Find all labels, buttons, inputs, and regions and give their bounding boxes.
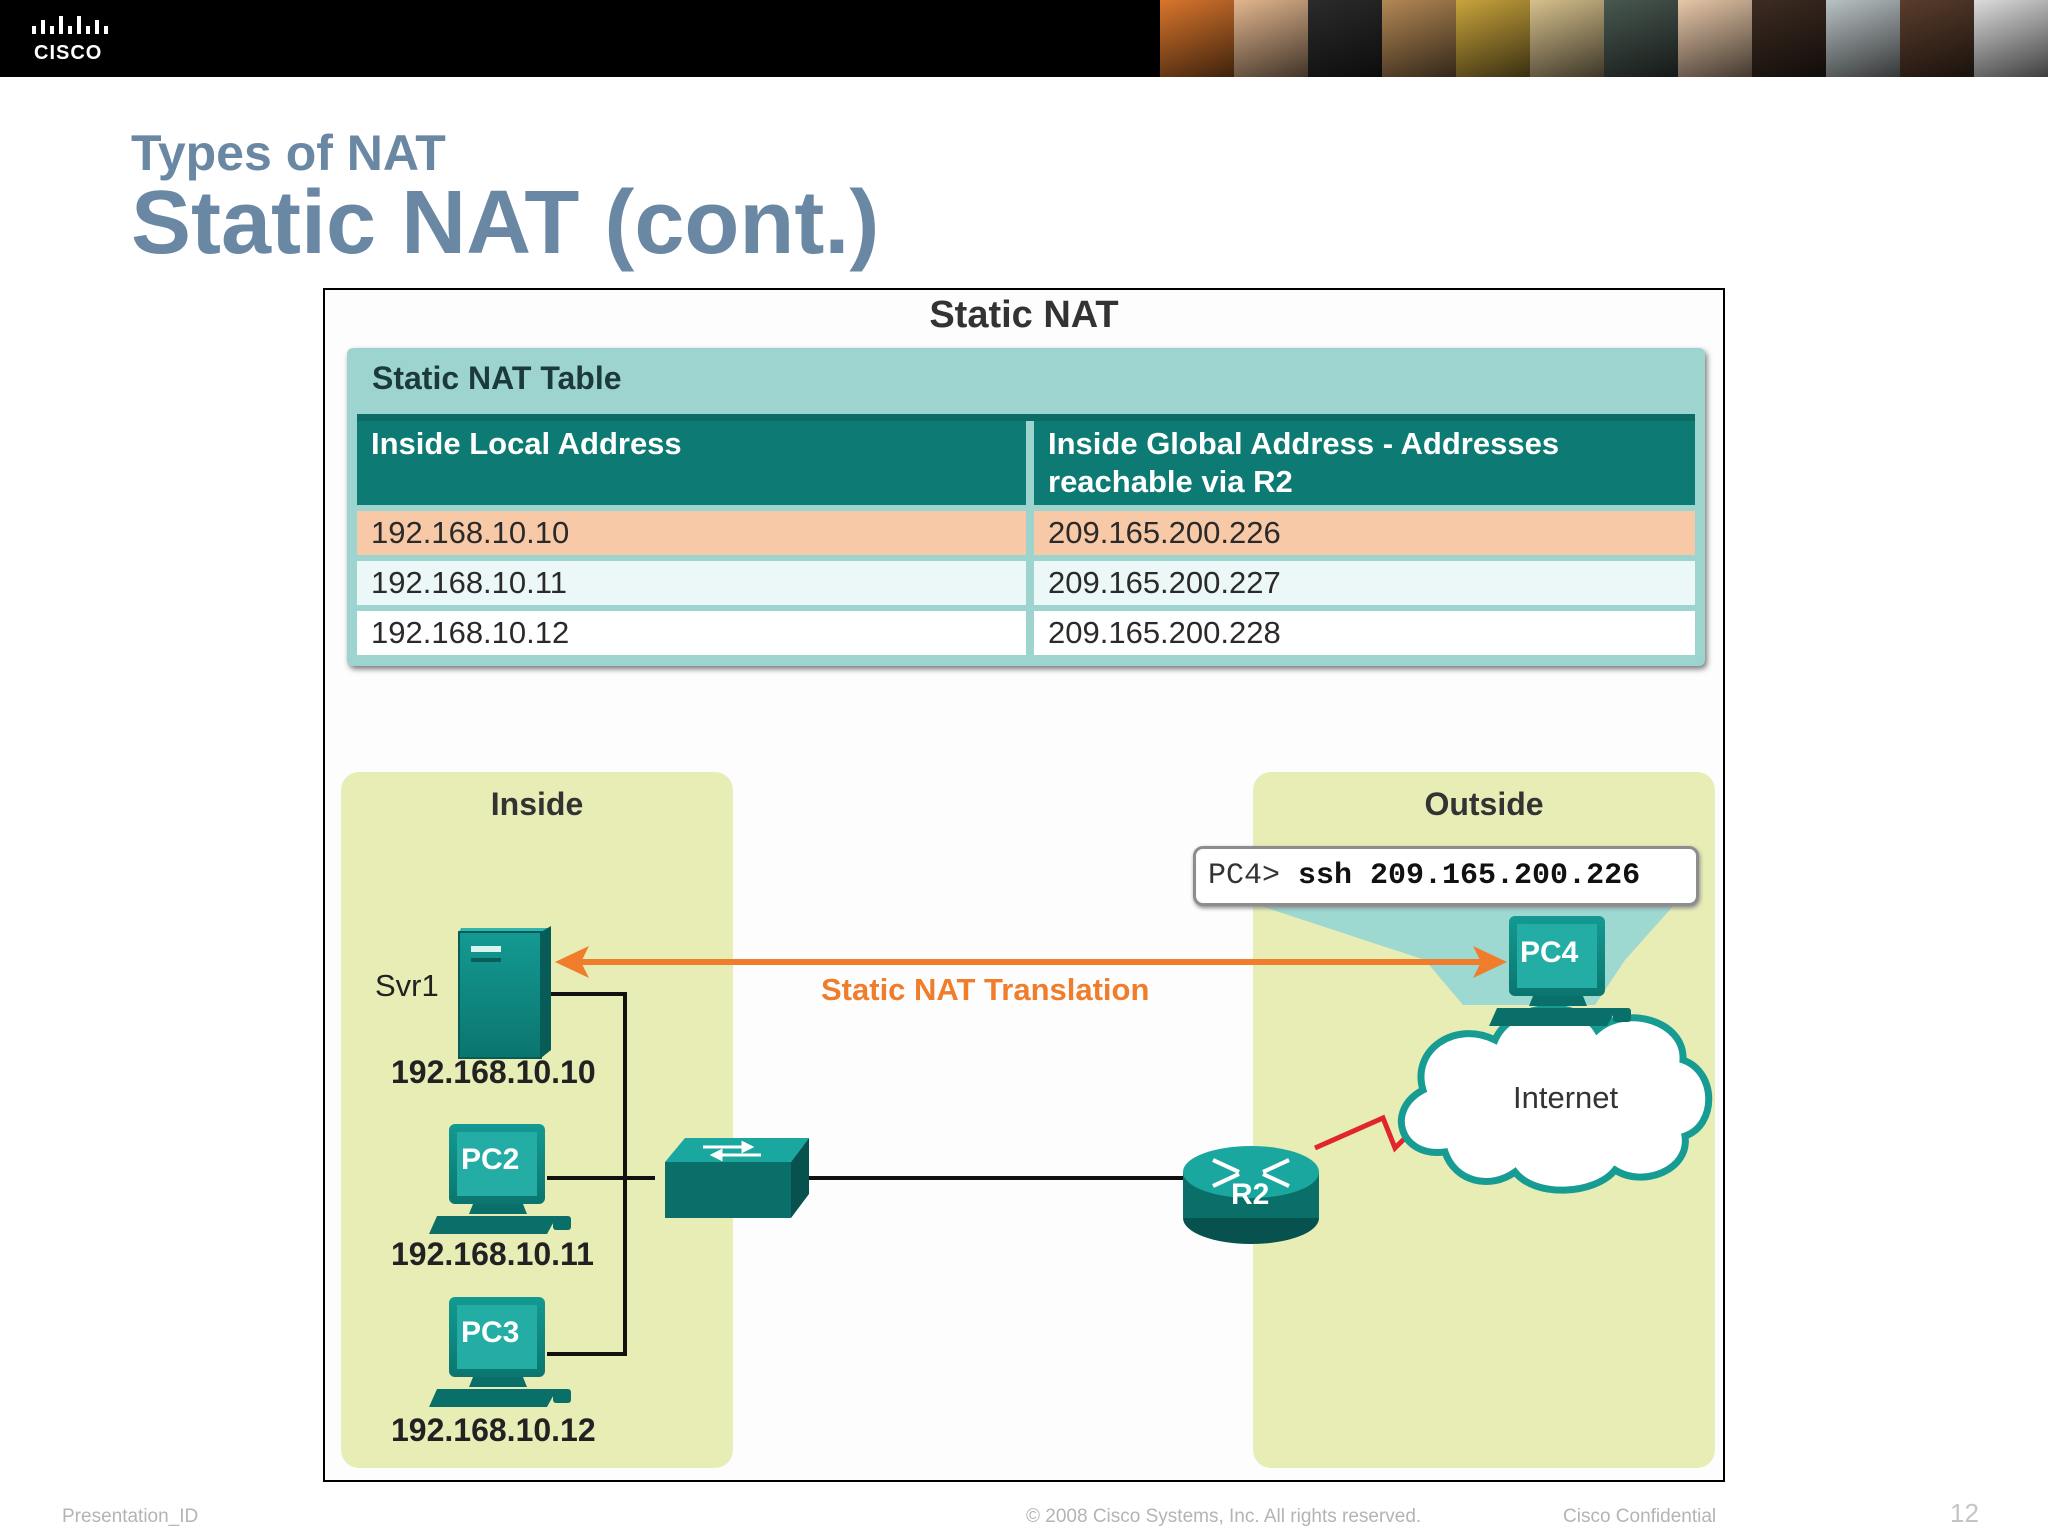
column-header-inside-global: Inside Global Address - Addresses reacha… [1026, 421, 1695, 505]
footer-confidential: Cisco Confidential [1563, 1506, 1717, 1527]
footer-presentation-id: Presentation_ID [62, 1506, 199, 1527]
internet-label: Internet [1513, 1080, 1619, 1115]
page-number: 12 [1950, 1498, 1979, 1528]
static-nat-figure: Static NAT Static NAT Table Inside Local… [323, 288, 1725, 1482]
ssh-callout-pointer [1255, 904, 1675, 1005]
server-icon [458, 926, 551, 1059]
nat-table-title: Static NAT Table [372, 360, 622, 396]
internet-cloud-icon [1397, 1004, 1713, 1194]
r2-label: R2 [1231, 1178, 1270, 1211]
header-photo-tile [1604, 0, 1678, 77]
outside-zone-label: Outside [1424, 786, 1544, 822]
table-cell-inside-global: 209.165.200.227 [1026, 554, 1695, 605]
slide-title: Static NAT (cont.) [131, 173, 880, 273]
header-photo-tile [1826, 0, 1900, 77]
nat-table-header-row: Inside Local Address Inside Global Addre… [357, 421, 1695, 505]
pc2-label: PC2 [461, 1143, 520, 1176]
ethernet-cables [547, 992, 1185, 1356]
cisco-wordmark: CISCO [34, 42, 103, 64]
footer-copyright: © 2008 Cisco Systems, Inc. All rights re… [1026, 1506, 1422, 1527]
pc3-computer-icon [429, 1297, 571, 1407]
header-photo-tile [1900, 0, 1974, 77]
table-row: 192.168.10.10 209.165.200.226 [357, 504, 1695, 555]
header-bar: CISCO [0, 0, 2048, 77]
pc2-computer-icon [429, 1124, 571, 1234]
ssh-command: ssh 209.165.200.226 [1298, 859, 1641, 893]
table-cell-inside-global: 209.165.200.226 [1026, 504, 1695, 555]
inside-zone-label: Inside [490, 786, 584, 822]
table-cell-inside-local: 192.168.10.12 [357, 604, 1026, 655]
header-photo-tile [1308, 0, 1382, 77]
cisco-bars-icon [32, 16, 108, 34]
table-row: 192.168.10.11 209.165.200.227 [357, 554, 1695, 605]
header-photo-tile [1382, 0, 1456, 77]
column-header-inside-local: Inside Local Address [357, 421, 1026, 505]
table-cell-inside-global: 209.165.200.228 [1026, 604, 1695, 655]
header-photo-tile [1234, 0, 1308, 77]
table-row: 192.168.10.12 209.165.200.228 [357, 604, 1695, 655]
svr1-ip-label: 192.168.10.10 [391, 1054, 596, 1090]
svr1-label: Svr1 [375, 968, 439, 1003]
header-photo-tile [1974, 0, 2048, 77]
pc4-label: PC4 [1520, 936, 1579, 969]
cisco-logo: CISCO [30, 14, 120, 64]
pc2-ip-label: 192.168.10.11 [391, 1236, 594, 1272]
figure-title: Static NAT [929, 294, 1119, 336]
table-cell-inside-local: 192.168.10.11 [357, 554, 1026, 605]
network-diagram [429, 904, 1713, 1407]
router-icon [1183, 1146, 1319, 1244]
pc3-ip-label: 192.168.10.12 [391, 1412, 596, 1448]
header-photo-tile [1678, 0, 1752, 77]
slide-subtitle: Types of NAT [131, 125, 446, 181]
pc3-label: PC3 [461, 1316, 520, 1349]
header-photo-tile [1752, 0, 1826, 77]
table-cell-inside-local: 192.168.10.10 [357, 504, 1026, 555]
translation-arrow [555, 946, 1507, 978]
photo-strip [1160, 0, 2048, 77]
ssh-prompt: PC4> [1208, 859, 1299, 893]
header-photo-tile [1530, 0, 1604, 77]
nat-table-panel: Static NAT Table Inside Local Address In… [347, 348, 1705, 666]
translation-label: Static NAT Translation [821, 972, 1150, 1007]
header-photo-tile [1456, 0, 1530, 77]
nat-table: Inside Local Address Inside Global Addre… [357, 414, 1695, 655]
ssh-command-callout: PC4> ssh 209.165.200.226 [1193, 846, 1699, 906]
pc4-computer-icon [1489, 916, 1631, 1026]
header-photo-tile [1160, 0, 1234, 77]
switch-icon [665, 1138, 809, 1218]
